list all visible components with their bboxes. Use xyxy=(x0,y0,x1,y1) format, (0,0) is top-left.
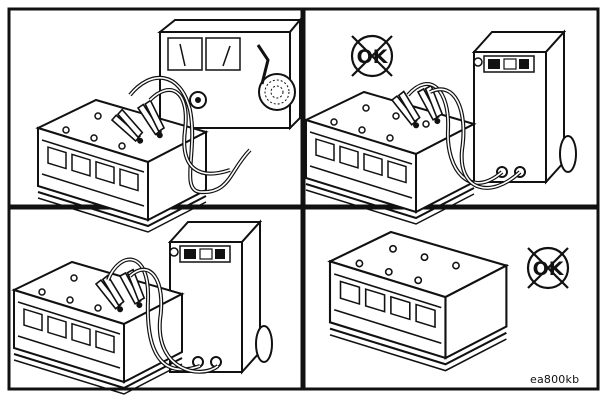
charger-icon xyxy=(474,32,576,182)
figure-id-label: ea800kb xyxy=(530,373,579,386)
charger-icon xyxy=(170,222,272,372)
crossed-ok-icon: OK xyxy=(528,248,568,288)
load-tester-icon xyxy=(160,20,300,128)
crossed-ok-icon: OK xyxy=(352,36,392,76)
